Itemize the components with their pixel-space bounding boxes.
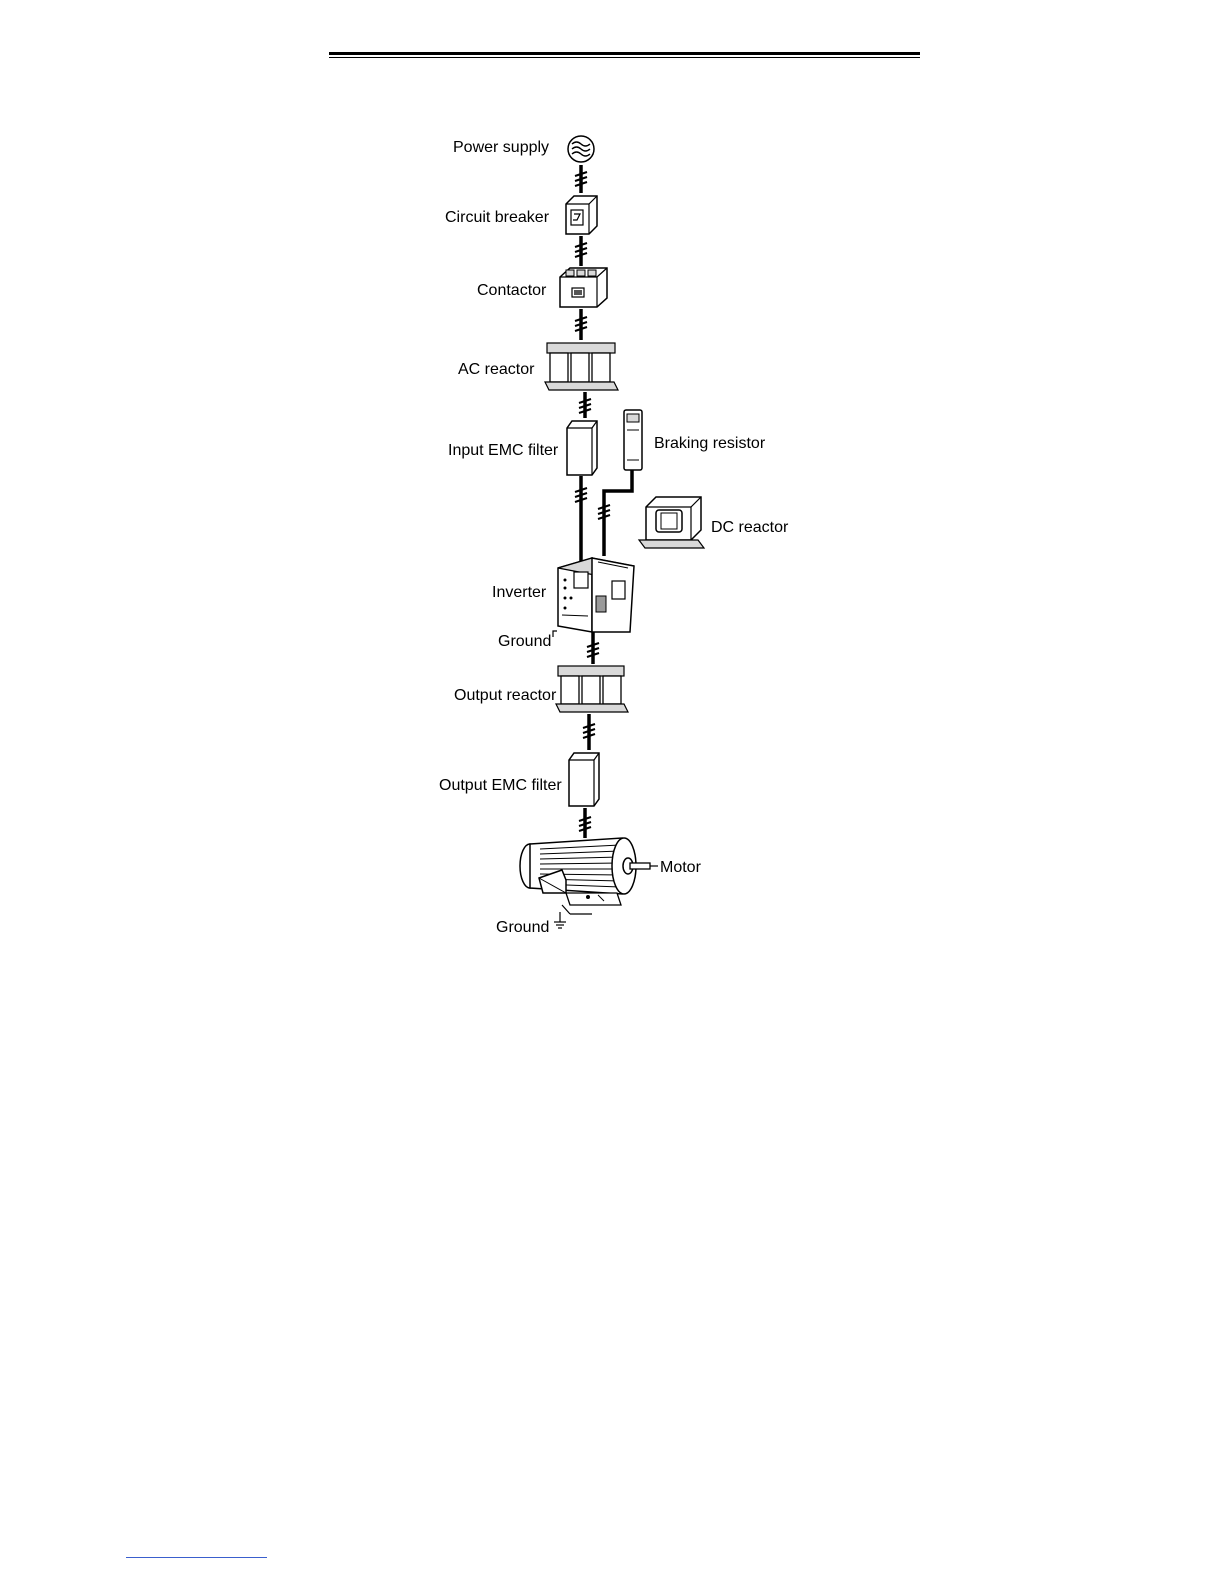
label-ac-reactor: AC reactor	[458, 361, 535, 378]
wire-output-reactor-to-emc-filter	[583, 714, 595, 750]
wire-power-to-breaker	[575, 165, 587, 193]
braking-resistor-icon	[624, 410, 642, 470]
label-circuit-breaker: Circuit breaker	[445, 209, 550, 226]
wire-braking-resistor-to-inverter	[598, 470, 632, 556]
motor-ground-icon	[554, 912, 566, 928]
label-motor-ground: Ground	[496, 919, 549, 936]
label-dc-reactor: DC reactor	[711, 519, 789, 536]
circuit-breaker-icon	[566, 196, 597, 234]
power-supply-icon	[568, 136, 594, 162]
output-emc-filter-icon	[569, 753, 599, 806]
wire-emc-filter-to-inverter	[575, 476, 587, 562]
motor-icon	[520, 838, 650, 914]
ac-reactor-icon	[545, 343, 618, 390]
label-output-reactor: Output reactor	[454, 687, 557, 704]
footer-rule	[126, 1557, 267, 1558]
label-braking-resistor: Braking resistor	[654, 435, 766, 452]
label-contactor: Contactor	[477, 282, 547, 299]
label-inverter-ground: Ground	[498, 633, 551, 650]
wire-inverter-to-output-reactor	[587, 632, 599, 664]
label-input-emc-filter: Input EMC filter	[448, 442, 559, 459]
label-output-emc-filter: Output EMC filter	[439, 777, 562, 794]
label-motor: Motor	[660, 859, 702, 876]
contactor-icon	[560, 268, 607, 307]
wire-contactor-to-ac-reactor	[575, 309, 587, 340]
inverter-icon	[558, 558, 634, 632]
wire-ac-reactor-to-emc-filter	[579, 392, 591, 418]
label-inverter: Inverter	[492, 584, 547, 601]
wire-emc-filter-to-motor	[579, 808, 591, 838]
output-reactor-icon	[556, 666, 628, 712]
dc-reactor-icon	[639, 497, 704, 548]
inverter-ground-icon	[553, 631, 557, 637]
label-power-supply: Power supply	[453, 139, 549, 156]
wire-breaker-to-contactor	[575, 236, 587, 266]
input-emc-filter-icon	[567, 421, 597, 475]
